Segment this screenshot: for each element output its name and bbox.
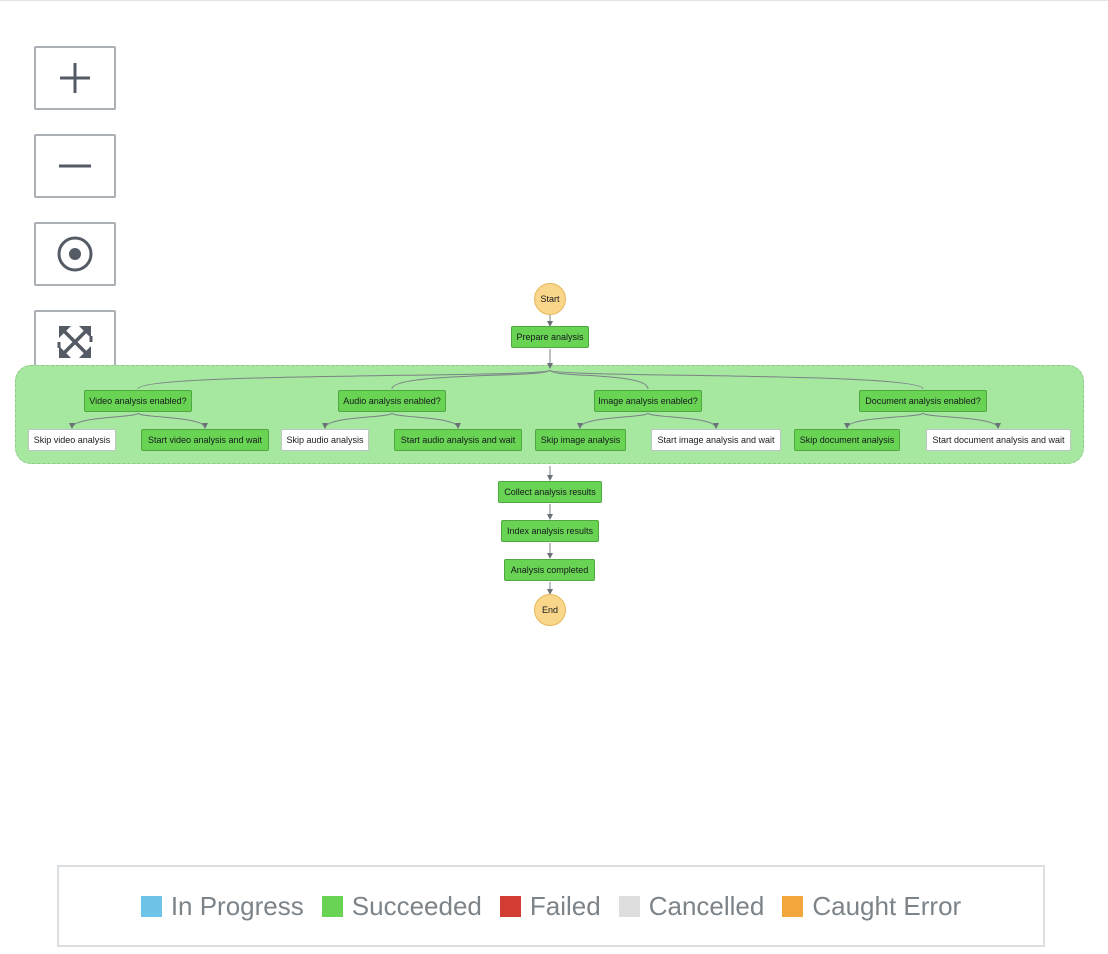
succeeded-swatch [321, 895, 343, 917]
target-icon [57, 236, 93, 272]
skip-image-node[interactable]: Skip image analysis [535, 429, 626, 451]
video-choice-node[interactable]: Video analysis enabled? [84, 390, 192, 412]
expand-icon [57, 326, 93, 358]
minus-icon [59, 164, 91, 168]
zoom-in-button[interactable] [34, 46, 116, 110]
legend-label: Succeeded [351, 890, 482, 921]
top-divider [0, 0, 1108, 1]
legend-failed: Failed [499, 890, 601, 922]
start-document-node[interactable]: Start document analysis and wait [926, 429, 1071, 451]
start-node[interactable]: Start [534, 283, 566, 315]
caught-error-swatch [782, 895, 804, 917]
cancelled-swatch [618, 895, 640, 917]
start-image-node[interactable]: Start image analysis and wait [651, 429, 781, 451]
legend-label: Cancelled [648, 890, 765, 921]
legend-succeeded: Succeeded [321, 890, 482, 922]
prepare-analysis-node[interactable]: Prepare analysis [511, 326, 589, 348]
start-audio-node[interactable]: Start audio analysis and wait [394, 429, 522, 451]
center-button[interactable] [34, 222, 116, 286]
collect-results-node[interactable]: Collect analysis results [498, 481, 602, 503]
failed-swatch [499, 895, 521, 917]
status-legend: In Progress Succeeded Failed Cancelled C… [57, 865, 1045, 947]
legend-cancelled: Cancelled [618, 890, 765, 922]
image-choice-node[interactable]: Image analysis enabled? [594, 390, 702, 412]
legend-caught-error: Caught Error [782, 891, 961, 922]
legend-label: Failed [529, 890, 601, 921]
legend-label: In Progress [170, 890, 304, 921]
skip-audio-node[interactable]: Skip audio analysis [281, 429, 369, 451]
skip-video-node[interactable]: Skip video analysis [28, 429, 116, 451]
legend-label: Caught Error [812, 890, 962, 921]
in-progress-swatch [140, 895, 162, 917]
audio-choice-node[interactable]: Audio analysis enabled? [338, 390, 446, 412]
plus-icon [60, 63, 90, 93]
document-choice-node[interactable]: Document analysis enabled? [859, 390, 987, 412]
zoom-out-button[interactable] [34, 134, 116, 198]
legend-in-progress: In Progress [140, 890, 304, 922]
skip-document-node[interactable]: Skip document analysis [794, 429, 900, 451]
end-node[interactable]: End [534, 594, 566, 626]
index-results-node[interactable]: Index analysis results [501, 520, 599, 542]
start-video-node[interactable]: Start video analysis and wait [141, 429, 269, 451]
analysis-completed-node[interactable]: Analysis completed [504, 559, 595, 581]
